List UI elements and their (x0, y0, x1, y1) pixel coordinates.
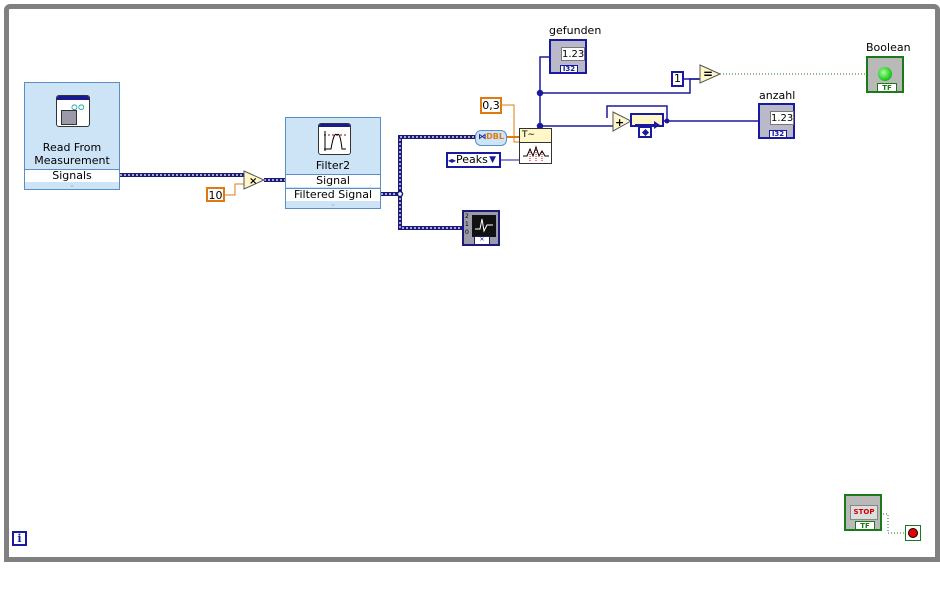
graph-display (472, 215, 496, 237)
dynamic-icon: ⋈ (478, 132, 487, 141)
boolean-type-badge: TF (877, 83, 897, 92)
read-file-icon: ᴑᴑ (56, 95, 90, 127)
boolean-label: Boolean (866, 41, 911, 54)
info-icon[interactable]: i (12, 531, 27, 546)
equal-function[interactable]: = (699, 64, 721, 84)
convert-type-label: DBL (486, 132, 504, 141)
anzahl-type-badge: I32 (769, 130, 787, 138)
read-file-signals-output[interactable]: Signals (25, 169, 119, 182)
peak-detector-header: T∼ (520, 129, 551, 143)
block-diagram-frame (4, 4, 940, 562)
gefunden-type-badge: I32 (560, 65, 578, 73)
anzahl-label: anzahl (759, 89, 796, 102)
compare-constant[interactable]: 1 (671, 71, 684, 87)
graph-type-badge: ✕ (474, 236, 490, 245)
peak-detector-vi[interactable]: T∼ (519, 128, 552, 164)
add-function[interactable]: + (612, 111, 632, 132)
filter-signal-input[interactable]: Signal (286, 174, 380, 187)
filter-node[interactable]: Filter2 Signal Filtered Signal ⌄ (285, 117, 381, 209)
feedback-node[interactable] (630, 113, 664, 129)
led-icon (878, 67, 892, 81)
dropdown-arrow-icon[interactable]: ▼ (489, 155, 496, 165)
sine-icon: ∼ (527, 130, 536, 140)
expand-chevron-icon[interactable]: ⌄ (329, 199, 337, 208)
loop-condition-stop-icon[interactable] (905, 525, 921, 541)
read-file-title-1: Read From (42, 141, 102, 154)
filter-icon (318, 123, 351, 155)
multiply-function[interactable]: × (243, 170, 265, 190)
convert-from-dynamic-data[interactable]: ⋈DBL (475, 130, 507, 146)
equal-symbol: = (703, 67, 713, 81)
ring-arrows-icon: ◂▸ (448, 156, 457, 165)
multiply-symbol: × (249, 176, 257, 187)
stop-type-badge: TF (855, 521, 875, 530)
peaks-icon (523, 145, 549, 161)
hammer-icon: T (522, 130, 528, 140)
read-measurement-file-node[interactable]: ᴑᴑ Read From Measurement File Signals ⌄ (24, 82, 120, 190)
boolean-indicator[interactable]: TF (866, 56, 904, 93)
stop-button-terminal[interactable]: STOP TF (844, 494, 882, 531)
gefunden-label: gefunden (549, 24, 602, 37)
peaks-ring-constant[interactable]: ◂▸Peaks ▼ (446, 152, 501, 168)
anzahl-indicator[interactable]: 1.23 I32 (758, 103, 795, 139)
gefunden-display: 1.23 (561, 47, 585, 61)
filter-filtered-signal-output[interactable]: Filtered Signal (286, 188, 380, 201)
stop-button-face: STOP (850, 505, 878, 520)
anzahl-display: 1.23 (770, 111, 794, 125)
peaks-ring-value: Peaks (456, 153, 488, 166)
multiplier-constant[interactable]: 10 (206, 187, 225, 202)
feedback-initializer[interactable] (638, 126, 652, 138)
expand-chevron-icon[interactable]: ⌄ (68, 180, 76, 189)
gefunden-indicator[interactable]: 1.23 I32 (549, 39, 587, 74)
add-symbol: + (615, 116, 624, 129)
threshold-constant[interactable]: 0,3 (480, 97, 502, 114)
filter-title: Filter2 (315, 159, 351, 172)
